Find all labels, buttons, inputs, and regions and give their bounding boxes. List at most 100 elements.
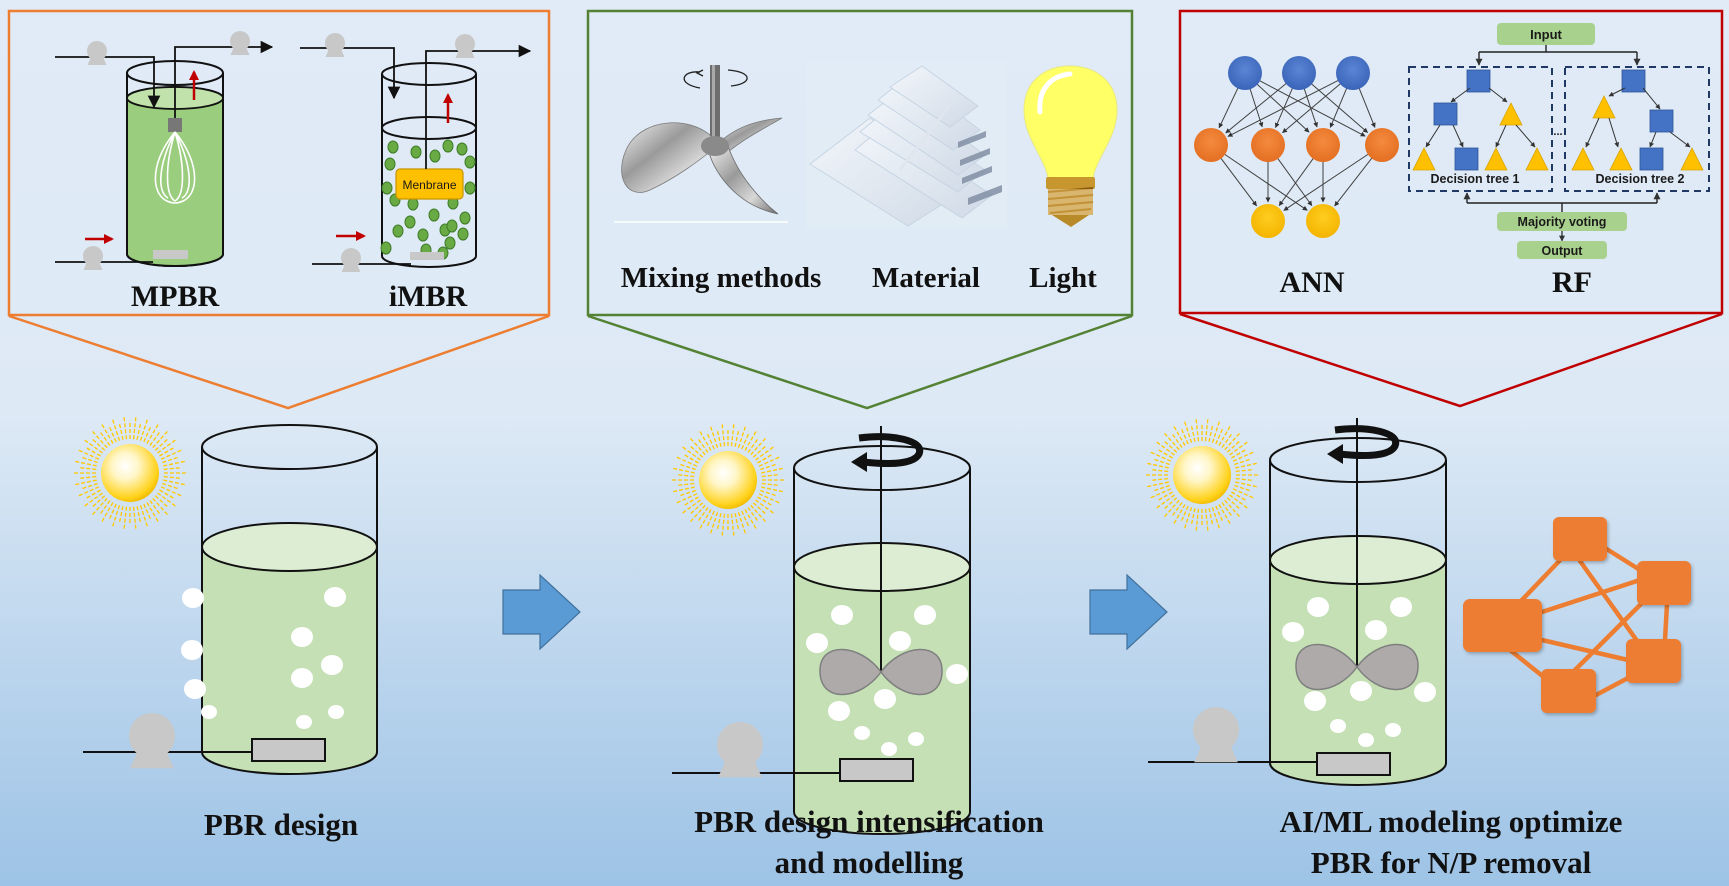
rf-diagram: Input ... Decision tree 1 Decision tree … xyxy=(1408,23,1710,259)
algae-bead xyxy=(442,139,454,153)
ann-edge xyxy=(1303,88,1318,128)
ann-edge xyxy=(1283,153,1369,211)
peristaltic-pumps xyxy=(83,31,475,272)
sparger xyxy=(1316,752,1391,776)
algae-bead xyxy=(446,219,458,233)
tree-split-node xyxy=(1621,69,1646,93)
panel-border xyxy=(1178,9,1724,315)
rf-input-box xyxy=(1497,23,1595,45)
air-bubble xyxy=(874,689,896,709)
sparger xyxy=(251,738,326,762)
ann-edge xyxy=(1310,83,1369,133)
tree-leaf-node xyxy=(1525,147,1549,171)
tree-split-node xyxy=(1454,147,1479,171)
air-bubble xyxy=(296,715,312,729)
tree-edge xyxy=(1452,124,1464,148)
ann-edge xyxy=(1358,87,1376,128)
algae-bead xyxy=(464,181,476,195)
tree-edge xyxy=(1669,131,1691,148)
sun-icon xyxy=(670,422,786,538)
tree-edge xyxy=(1608,117,1620,148)
imbr-label: iMBR xyxy=(389,280,468,313)
tree-leaf-node xyxy=(1571,147,1595,171)
algae-bead xyxy=(404,215,416,229)
air-bubble xyxy=(831,605,853,625)
impeller-blades xyxy=(819,648,943,696)
algae-bead xyxy=(456,142,468,156)
tree-edge xyxy=(1495,124,1507,148)
propeller-icon xyxy=(614,65,788,223)
air-bubble xyxy=(828,701,850,721)
network-node xyxy=(1553,517,1607,561)
mixing-methods-label: Mixing methods xyxy=(621,262,822,294)
algae-bead xyxy=(429,149,441,163)
ann-connections xyxy=(1218,79,1376,211)
algae-bead xyxy=(444,236,456,250)
ann-node xyxy=(1365,128,1399,162)
membrane-label: Menbrane xyxy=(402,178,456,192)
rf-input-label: Input xyxy=(1530,27,1562,42)
rotation-arrowhead xyxy=(851,452,867,472)
network-node xyxy=(1463,599,1542,652)
air-bubble xyxy=(1365,620,1387,640)
air-bubble xyxy=(889,631,911,651)
majority-voting-label: Majority voting xyxy=(1518,215,1607,229)
light-label: Light xyxy=(1029,262,1097,294)
pump-icon xyxy=(1193,707,1239,763)
tree-edge xyxy=(1642,87,1661,110)
sparger xyxy=(410,252,444,260)
hollow-fiber-membrane xyxy=(154,131,196,204)
air-bubble xyxy=(806,633,828,653)
ann-node xyxy=(1194,128,1228,162)
sun-icon xyxy=(72,415,188,531)
sun-icon xyxy=(1144,417,1260,533)
ann-edge xyxy=(1276,157,1313,207)
network-node xyxy=(1626,639,1681,683)
panel-border xyxy=(586,9,1134,317)
decision-tree-1-label: Decision tree 1 xyxy=(1431,172,1520,186)
decision-tree-2-box xyxy=(1564,66,1710,192)
output-label: Output xyxy=(1542,244,1584,258)
pump-icon xyxy=(341,248,361,272)
air-bubble xyxy=(328,705,344,719)
workflow-reactor-3 xyxy=(1148,418,1447,786)
air-bubble xyxy=(1282,622,1304,642)
rotation-arrow-icon xyxy=(1334,425,1400,460)
tree-leaf-node xyxy=(1609,147,1633,171)
reactor-wall xyxy=(1269,460,1447,786)
reactor-rim xyxy=(201,424,378,470)
algae-bead xyxy=(392,224,404,238)
air-bubble xyxy=(181,640,203,660)
membrane-module xyxy=(395,168,464,200)
stage-2-caption-line-2: and modelling xyxy=(775,845,964,880)
air-bubble xyxy=(1304,691,1326,711)
tree-edge xyxy=(1608,87,1626,97)
ann-node xyxy=(1282,56,1316,90)
pump-icon xyxy=(83,246,103,270)
algae-bead xyxy=(459,211,471,225)
ann-edge xyxy=(1282,82,1342,134)
air-bubble xyxy=(1307,597,1329,617)
pump-icon xyxy=(455,34,475,58)
panel-intensification: Mixing methods Material Light xyxy=(586,9,1134,410)
light-sources xyxy=(72,415,1260,538)
air-bubble xyxy=(908,732,924,746)
acrylic-sheets-icon xyxy=(806,62,1007,227)
algae-bead xyxy=(417,228,429,242)
ann-edge xyxy=(1278,157,1315,207)
air-bubble xyxy=(201,705,217,719)
callout-pointer xyxy=(587,314,1133,410)
ann-edge xyxy=(1223,153,1308,211)
ann-edge xyxy=(1256,83,1310,133)
algae-bead xyxy=(407,197,419,211)
flow-arrow-1 xyxy=(502,573,581,651)
ann-edge xyxy=(1227,79,1339,137)
air-bubble xyxy=(324,587,346,607)
ann-diagram xyxy=(1194,56,1399,238)
ann-node xyxy=(1336,56,1370,90)
ann-node xyxy=(1251,128,1285,162)
network-node xyxy=(1541,669,1596,713)
ann-edge xyxy=(1329,87,1348,128)
tree-leaf-node xyxy=(1592,95,1616,119)
